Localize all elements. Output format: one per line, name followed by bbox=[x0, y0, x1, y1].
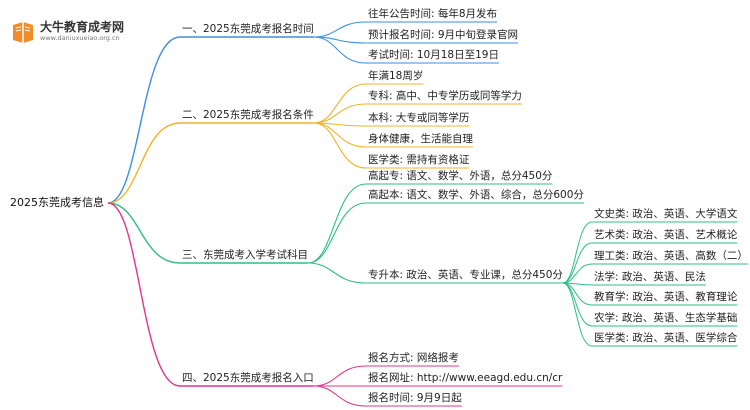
subleaf-medicine: 医学类: 政治、英语、医学综合 bbox=[594, 332, 738, 344]
logo-title: 大牛教育成考网 bbox=[40, 20, 125, 34]
leaf-registration-method: 报名方式: 网络报考 bbox=[368, 352, 459, 364]
subleaf-law: 法学: 政治、英语、民法 bbox=[594, 271, 706, 283]
leaf-exam-time: 考试时间: 10月18日至19日 bbox=[368, 49, 499, 61]
subleaf-education: 教育学: 政治、英语、教育理论 bbox=[594, 291, 738, 303]
leaf-expected-registration: 预计报名时间: 9月中旬登录官网 bbox=[368, 29, 519, 41]
branch-registration-entry: 四、2025东莞成考报名入口 bbox=[182, 372, 314, 384]
site-logo: 大牛教育成考网 www.daniuxueiao.org.cn bbox=[10, 18, 160, 48]
leaf-registration-date: 报名时间: 9月9日起 bbox=[368, 392, 462, 404]
leaf-medical-requirement: 医学类: 需持有资格证 bbox=[368, 154, 470, 166]
branch-registration-time: 一、2025东莞成考报名时间 bbox=[182, 23, 314, 35]
leaf-high-to-bachelor: 高起本: 语文、数学、外语、综合，总分600分 bbox=[368, 189, 584, 201]
book-icon bbox=[13, 22, 33, 43]
branch-registration-conditions: 二、2025东莞成考报名条件 bbox=[182, 109, 314, 121]
subleaf-liberal-arts: 文史类: 政治、英语、大学语文 bbox=[594, 208, 738, 220]
logo-url: www.daniuxueiao.org.cn bbox=[40, 34, 120, 42]
subleaf-art: 艺术类: 政治、英语、艺术概论 bbox=[594, 229, 738, 241]
leaf-junior-college-requirement: 专科: 高中、中专学历或同等学力 bbox=[368, 90, 522, 102]
subleaf-agriculture: 农学: 政治、英语、生态学基础 bbox=[594, 312, 738, 324]
leaf-announcement-time: 往年公告时间: 每年8月发布 bbox=[368, 8, 498, 20]
root-topic: 2025东莞成考信息 bbox=[10, 196, 104, 209]
leaf-age-requirement: 年满18周岁 bbox=[368, 70, 424, 82]
branch-exam-subjects: 三、东莞成考入学考试科目 bbox=[182, 249, 308, 261]
leaf-registration-url: 报名网址: http://www.eeagd.edu.cn/cr bbox=[368, 372, 563, 384]
leaf-high-to-junior: 高起专: 语文、数学、外语，总分450分 bbox=[368, 170, 553, 182]
subleaf-science-engineering: 理工类: 政治、英语、高数（二） bbox=[594, 250, 748, 262]
leaf-health-requirement: 身体健康，生活能自理 bbox=[368, 133, 473, 145]
leaf-junior-to-bachelor: 专升本: 政治、英语、专业课，总分450分 bbox=[368, 269, 563, 281]
leaf-bachelor-requirement: 本科: 大专或同等学历 bbox=[368, 112, 470, 124]
